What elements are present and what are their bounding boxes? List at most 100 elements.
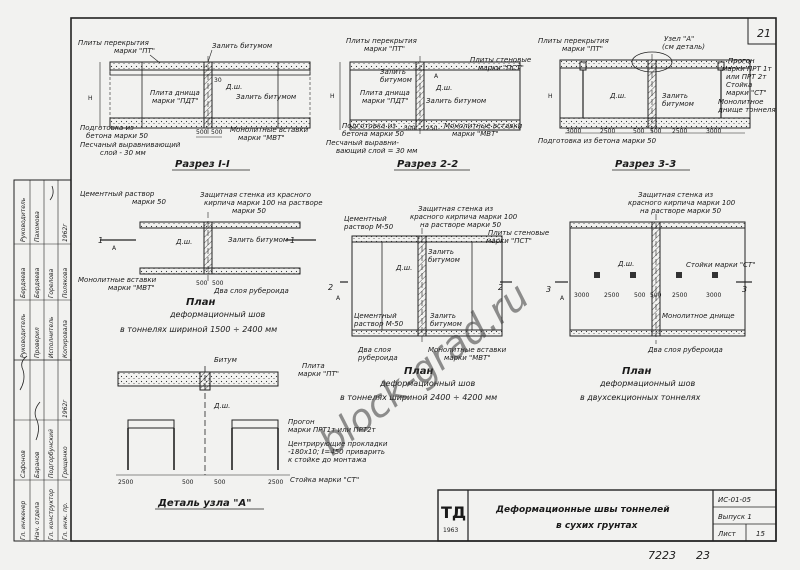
stamp-logo: ТД <box>441 503 466 522</box>
svg-text:на растворе марки 50: на растворе марки 50 <box>420 221 502 229</box>
svg-text:в тоннелях шириной 1500 ÷ 2400: в тоннелях шириной 1500 ÷ 2400 мм <box>120 325 277 334</box>
svg-text:бетона марки 50: бетона марки 50 <box>342 130 405 138</box>
plan-1-title: План <box>186 297 215 308</box>
svg-text:марки "МВТ": марки "МВТ" <box>108 284 155 292</box>
plan-2: 2 2 A Цементный раствор М-50 Защитная ст… <box>328 205 549 402</box>
svg-text:марки "ПСТ": марки "ПСТ" <box>478 64 524 72</box>
svg-text:Плиты стеновые: Плиты стеновые <box>488 229 549 237</box>
svg-text:H: H <box>330 93 335 100</box>
svg-text:3000: 3000 <box>706 292 721 299</box>
svg-text:Залить: Залить <box>662 92 688 100</box>
svg-text:Грищенко: Грищенко <box>62 446 69 478</box>
detail-node-a: 2500 500 500 2500 Битум Плита марки "ПТ"… <box>116 356 388 510</box>
svg-text:Подготовка из бетона марки 50: Подготовка из бетона марки 50 <box>538 137 657 145</box>
svg-text:250: 250 <box>426 125 438 132</box>
svg-text:марки "МВТ": марки "МВТ" <box>444 354 491 362</box>
svg-text:марки "ПТ": марки "ПТ" <box>364 45 405 53</box>
svg-text:марки ПРТ 1т: марки ПРТ 1т <box>722 65 772 73</box>
svg-text:15: 15 <box>756 530 765 538</box>
svg-text:H: H <box>548 93 553 100</box>
svg-text:Защитная стенка из: Защитная стенка из <box>418 205 493 213</box>
svg-text:Лист: Лист <box>717 530 737 538</box>
svg-text:Стойки марки "СТ": Стойки марки "СТ" <box>686 261 755 269</box>
svg-text:марки "СТ": марки "СТ" <box>726 89 767 97</box>
svg-text:Монолитные вставки: Монолитные вставки <box>78 276 157 284</box>
page-number: 21 <box>757 27 771 40</box>
section-2-2-title: Разрез 2-2 <box>397 159 458 170</box>
svg-text:Два слоя: Два слоя <box>357 346 391 354</box>
svg-text:500: 500 <box>211 129 223 136</box>
svg-text:Исполнитель: Исполнитель <box>48 316 55 358</box>
svg-text:Руководитель: Руководитель <box>20 197 27 242</box>
svg-text:2500: 2500 <box>672 128 687 135</box>
svg-text:Баранов: Баранов <box>34 451 41 478</box>
svg-text:500: 500 <box>634 292 646 299</box>
svg-text:Подготовка из: Подготовка из <box>80 124 134 132</box>
svg-text:Д.ш.: Д.ш. <box>395 264 412 272</box>
svg-text:500: 500 <box>404 125 416 132</box>
svg-text:2500: 2500 <box>118 479 133 486</box>
section-3-3: H 3000 2500 500 500 2500 3000 Плиты пере… <box>538 35 776 171</box>
svg-text:2500: 2500 <box>604 292 619 299</box>
svg-text:Прогон: Прогон <box>728 57 755 65</box>
svg-text:на растворе марки 50: на растворе марки 50 <box>640 207 722 215</box>
svg-text:к стойке до монтажа: к стойке до монтажа <box>288 456 366 464</box>
svg-text:слой - 30 мм: слой - 30 мм <box>100 149 147 157</box>
svg-text:Плиты перекрытия: Плиты перекрытия <box>78 39 149 47</box>
svg-text:Цементный: Цементный <box>344 215 387 223</box>
svg-text:Гл. инж. пр.: Гл. инж. пр. <box>62 502 69 540</box>
svg-text:Нач. отдела: Нач. отдела <box>34 502 41 540</box>
svg-text:в двухсекционных тоннелях: в двухсекционных тоннелях <box>580 393 701 402</box>
svg-text:Прогон: Прогон <box>288 418 315 426</box>
svg-text:Стойка марки "СТ": Стойка марки "СТ" <box>290 476 359 484</box>
svg-text:2500: 2500 <box>672 292 687 299</box>
svg-text:Проверил: Проверил <box>34 327 41 358</box>
svg-text:Залить битумом: Залить битумом <box>236 93 297 101</box>
svg-text:Монолитное: Монолитное <box>718 98 763 106</box>
svg-text:марки 50: марки 50 <box>232 207 266 215</box>
svg-text:500: 500 <box>212 280 224 287</box>
svg-text:вающий слой = 30 мм: вающий слой = 30 мм <box>336 147 418 155</box>
svg-text:деформационный шов: деформационный шов <box>599 379 695 388</box>
svg-text:ИС-01-05: ИС-01-05 <box>718 496 752 504</box>
svg-text:Монолитные вставки: Монолитные вставки <box>428 346 507 354</box>
svg-text:Два слоя рубероида: Два слоя рубероида <box>647 346 723 354</box>
plan-2-title: План <box>404 366 433 377</box>
svg-text:Д.ш.: Д.ш. <box>609 92 626 100</box>
svg-text:500: 500 <box>650 128 662 135</box>
svg-text:Плиты стеновые: Плиты стеновые <box>470 56 531 64</box>
svg-text:1962г: 1962г <box>62 399 69 418</box>
svg-text:3: 3 <box>546 285 551 294</box>
svg-text:1962г: 1962г <box>62 223 69 242</box>
svg-text:Залить: Залить <box>428 248 454 256</box>
svg-text:Защитная стенка из: Защитная стенка из <box>638 191 713 199</box>
svg-text:марки "ПДТ": марки "ПДТ" <box>152 97 198 105</box>
svg-text:Плита днища: Плита днища <box>360 89 410 97</box>
section-1-1: H 500 500 30 Плиты перекрытия марки "ПТ"… <box>78 39 311 171</box>
svg-text:500: 500 <box>196 280 208 287</box>
svg-text:марки "МВТ": марки "МВТ" <box>238 134 285 142</box>
svg-text:Монолитные вставки: Монолитные вставки <box>230 126 309 134</box>
svg-text:2: 2 <box>328 283 333 292</box>
svg-text:1: 1 <box>290 236 295 245</box>
bottom-number-b: 23 <box>696 549 710 562</box>
svg-text:A: A <box>336 295 341 302</box>
svg-text:Плита днища: Плита днища <box>150 89 200 97</box>
svg-text:2500: 2500 <box>600 128 615 135</box>
plan-3-title: План <box>622 366 651 377</box>
svg-text:Бердяева: Бердяева <box>20 267 27 298</box>
svg-text:Залить битумом: Залить битумом <box>212 42 273 50</box>
svg-text:Залить: Залить <box>430 312 456 320</box>
svg-text:Д.ш.: Д.ш. <box>225 83 242 91</box>
svg-text:или ПРТ 2т: или ПРТ 2т <box>726 73 767 81</box>
stamp-title: Деформационные швы тоннелей <box>495 505 670 515</box>
svg-text:-180х10; ℓ=450 приварить: -180х10; ℓ=450 приварить <box>288 448 385 456</box>
svg-text:битумом: битумом <box>428 256 461 264</box>
svg-text:Гл. конструктор: Гл. конструктор <box>48 489 55 540</box>
page-number-box <box>747 17 777 45</box>
svg-text:Плита: Плита <box>302 362 325 370</box>
svg-text:деформационный шов: деформационный шов <box>379 379 475 388</box>
svg-text:Центрирующие прокладки: Центрирующие прокладки <box>288 440 388 448</box>
svg-text:Выпуск 1: Выпуск 1 <box>718 513 752 521</box>
